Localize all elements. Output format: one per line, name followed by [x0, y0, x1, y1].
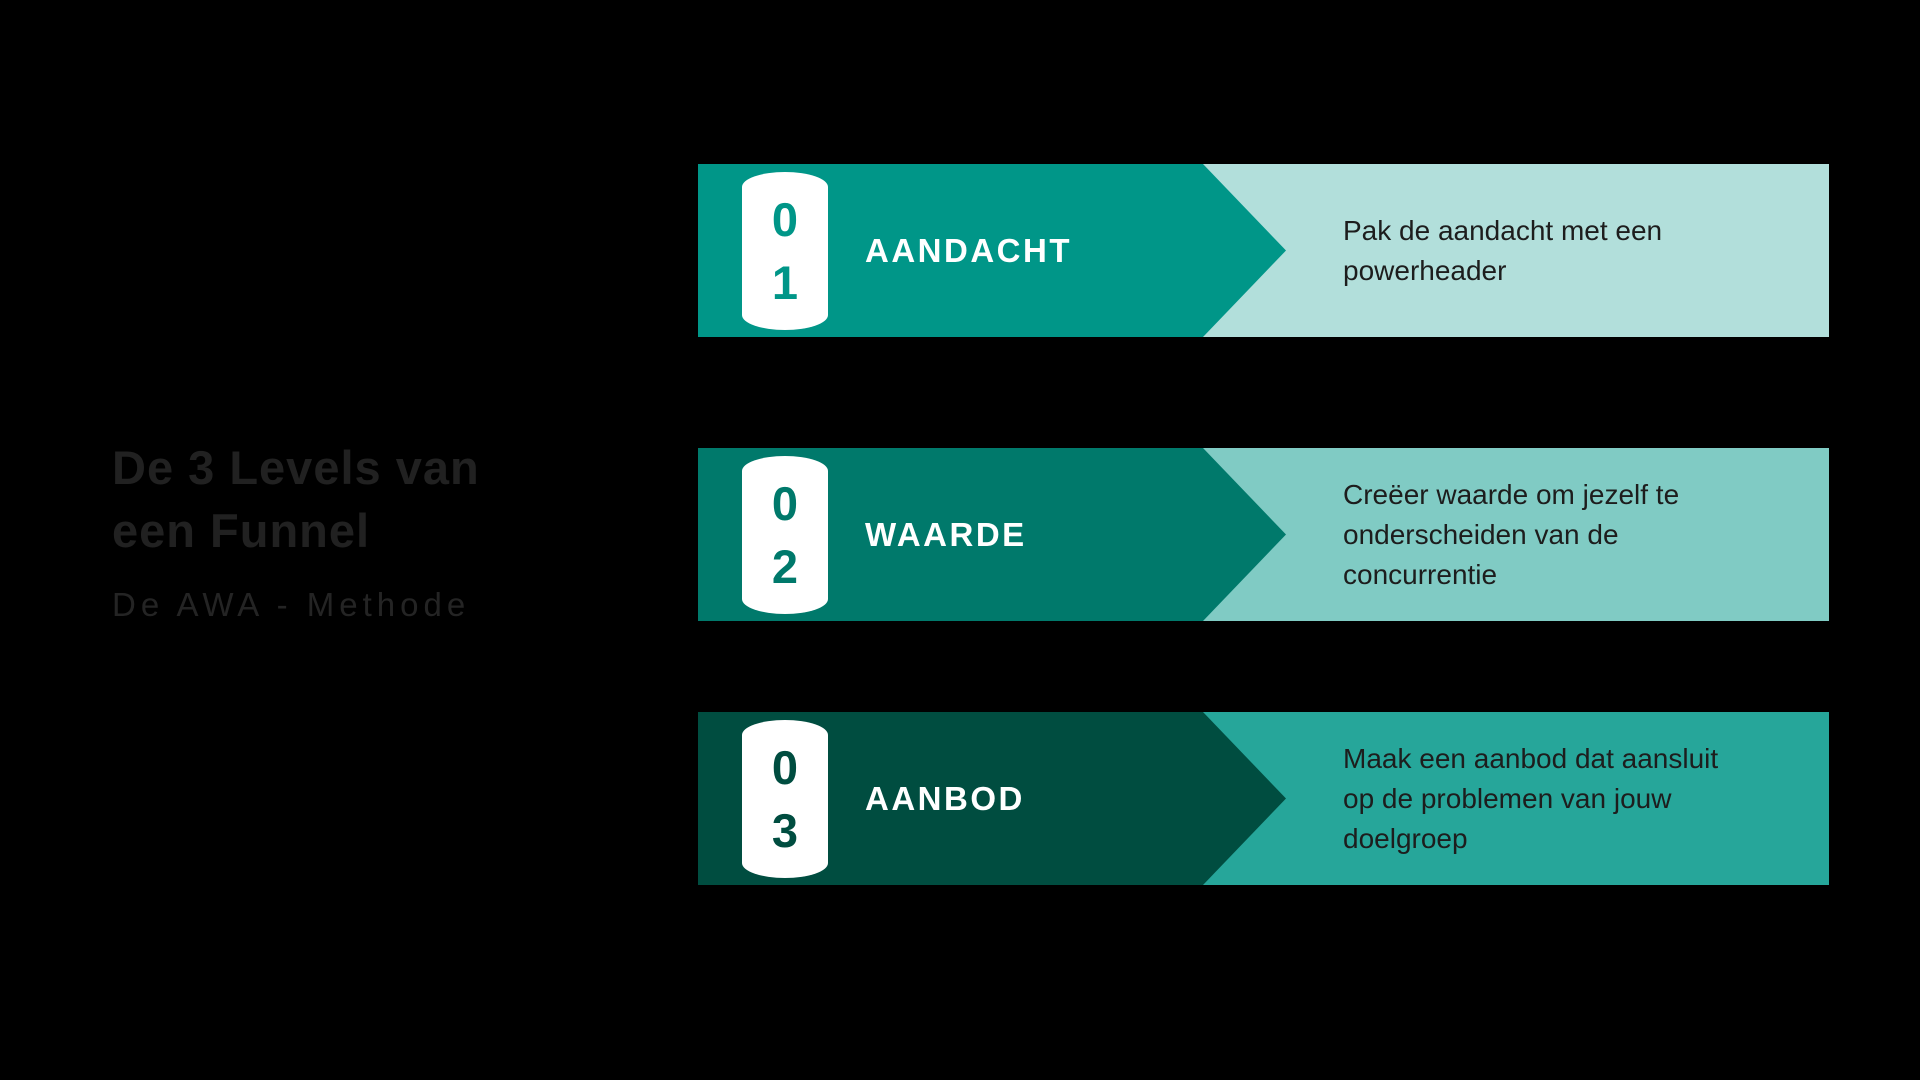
step-description-line: Creëer waarde om jezelf te	[1343, 478, 1680, 510]
step-label: AANDACHT	[865, 231, 1072, 269]
step-number-digit: 0	[771, 192, 799, 246]
step-description-line: onderscheiden van de	[1343, 518, 1619, 550]
step-description-line: Maak een aanbod dat aansluit	[1343, 742, 1719, 774]
step-number-badge: 0 1	[742, 171, 828, 330]
funnel-steps: 0 1 AANDACHT Pak de aandacht met een pow…	[698, 0, 1829, 1080]
step-number-digit: 0	[771, 476, 799, 530]
title-block: De 3 Levels van een Funnel	[112, 436, 480, 562]
step-description-line: powerheader	[1343, 254, 1507, 286]
step-row-aanbod: 0 3 AANBOD Maak een aanbod dat aansluit …	[698, 712, 1829, 885]
step-number-digit: 2	[771, 539, 799, 593]
step-number-digit: 1	[771, 255, 799, 309]
step-panel	[1202, 448, 1829, 621]
step-row-aandacht: 0 1 AANDACHT Pak de aandacht met een pow…	[698, 164, 1829, 337]
step-description: Creëer waarde om jezelf te onderscheiden…	[1343, 475, 1679, 595]
step-number-digit: 0	[771, 740, 799, 794]
step-number-badge: 0 3	[742, 719, 828, 878]
step-label: WAARDE	[865, 515, 1027, 553]
page-title-line-1: De 3 Levels van	[112, 441, 480, 494]
step-description-line: op de problemen van jouw	[1343, 782, 1672, 814]
step-panel	[1202, 164, 1829, 337]
step-label: AANBOD	[865, 779, 1025, 817]
step-description-line: doelgroep	[1343, 822, 1468, 854]
step-description-line: concurrentie	[1343, 558, 1498, 590]
step-row-waarde: 0 2 WAARDE Creëer waarde om jezelf te on…	[698, 448, 1829, 621]
step-description-line: Pak de aandacht met een	[1343, 214, 1663, 246]
page-title-line-2: een Funnel	[112, 504, 371, 557]
page-subtitle: De AWA - Methode	[112, 586, 471, 623]
step-panel	[1202, 712, 1829, 885]
step-number-digit: 3	[771, 803, 799, 857]
step-description: Maak een aanbod dat aansluit op de probl…	[1343, 739, 1718, 859]
step-description: Pak de aandacht met een powerheader	[1343, 211, 1662, 291]
step-number-badge: 0 2	[742, 455, 828, 614]
